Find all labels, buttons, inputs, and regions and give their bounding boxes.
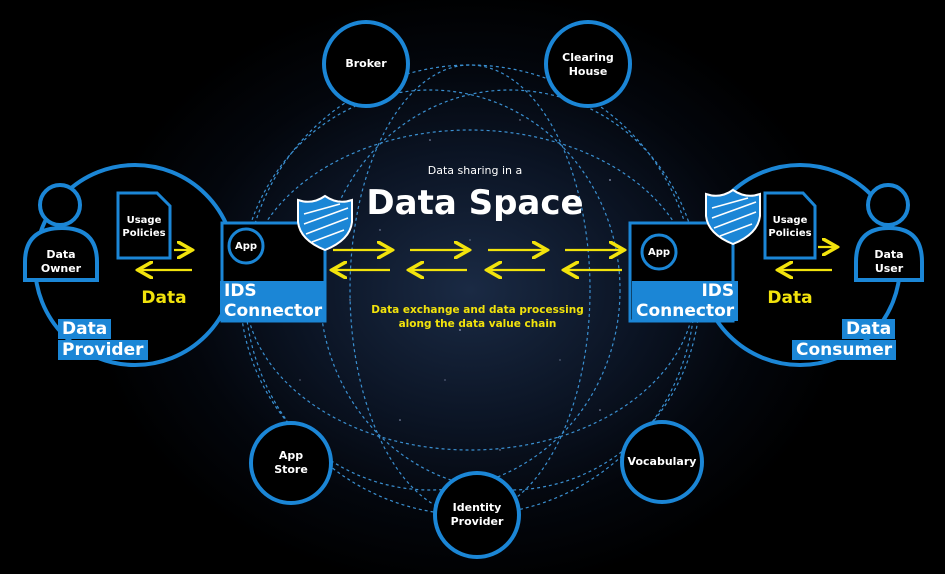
left-app-label: App [234,241,258,252]
right-shield-icon [705,188,761,246]
vocabulary-circle [620,420,704,504]
left-policy-document-icon [116,191,172,260]
broker-label: Broker [345,57,387,70]
data-owner-label-line1: Data [46,248,76,261]
left-connector-label: Connector [224,301,323,321]
left-usage-policies-line2: Policies [122,228,166,239]
right-ids-label: IDS [701,281,735,301]
clearing-house-label: Clearing House [548,51,628,79]
right-app-circle [640,233,678,271]
data-space-title: Data Space [366,183,584,223]
data-consumer-label-1: Data [842,319,896,339]
exchange-caption-line2: along the data value chain [398,318,557,330]
app-store-circle [249,421,333,505]
clearing-house-line1: Clearing [562,51,614,64]
data-owner-label: Data Owner [31,248,91,276]
right-app-label: App [647,247,671,258]
app-store-line2: Store [274,463,308,476]
right-data-label: Data [767,288,813,308]
identity-provider-line2: Provider [450,515,504,528]
clearing-house-circle [544,20,632,108]
identity-provider-circle [433,471,521,559]
vocabulary-label: Vocabulary [627,455,697,468]
right-usage-policies-line1: Usage [772,215,808,226]
left-app-circle [227,227,265,265]
left-ids-label: IDS [224,281,257,301]
left-usage-policies-line1: Usage [126,215,162,226]
data-user-label-line2: User [874,262,904,275]
right-policy-document-icon [763,191,817,260]
app-store-line1: App [278,449,304,462]
clearing-house-line2: House [568,65,608,78]
app-store-label: App Store [251,449,331,477]
data-flow-arrows [140,247,835,270]
data-provider-label-line1: Data [62,319,108,339]
left-data-label: Data [141,288,187,308]
data-owner-person-icon [23,183,99,282]
right-ids-connector-label: IDS Connector [632,281,739,321]
data-space-subtitle: Data sharing in a [427,164,523,177]
identity-provider-label: Identity Provider [437,501,517,529]
broker-circle [322,20,410,108]
right-usage-policies-line2: Policies [768,228,812,239]
right-connector-label: Connector [636,301,735,321]
data-user-person-icon [854,183,924,282]
left-usage-policies-label: Usage Policies [118,214,170,240]
data-user-label: Data User [859,248,919,276]
data-owner-label-line2: Owner [40,262,82,275]
data-provider-label-2: Provider [58,340,148,360]
data-consumer-label-line1: Data [846,319,892,339]
data-consumer-label-line2: Consumer [796,340,893,360]
data-provider-label: Data [58,319,112,339]
right-usage-policies-label: Usage Policies [764,214,816,240]
exchange-caption-line1: Data exchange and data processing [371,304,584,316]
data-consumer-label-2: Consumer [792,340,897,360]
data-user-label-line1: Data [874,248,904,261]
identity-provider-line1: Identity [452,501,502,514]
left-shield-icon [297,194,353,252]
data-provider-label-line2: Provider [62,340,144,360]
left-ids-connector-label: IDS Connector [220,281,327,321]
